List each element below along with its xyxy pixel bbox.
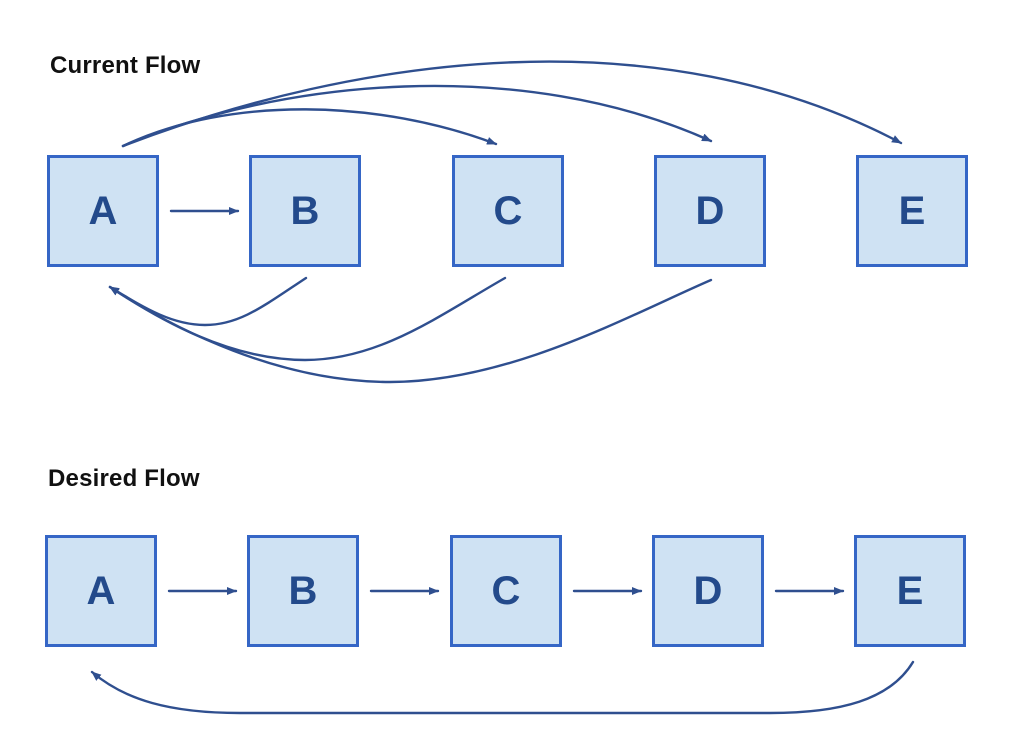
desired-node-b: B [247, 535, 359, 647]
current-node-e: E [856, 155, 968, 267]
current-node-a: A [47, 155, 159, 267]
desired-node-e: E [854, 535, 966, 647]
edge-current-d-a [108, 278, 713, 384]
node-label: D [695, 188, 725, 233]
node-label: A [88, 188, 118, 233]
current-node-d: D [654, 155, 766, 267]
node-label: B [290, 188, 320, 233]
current-node-b: B [249, 155, 361, 267]
edge-desired-e-a [90, 660, 915, 715]
node-label: C [493, 188, 523, 233]
node-label: A [86, 568, 116, 613]
node-label: B [288, 568, 318, 613]
node-label: E [898, 188, 926, 233]
node-label: D [693, 568, 723, 613]
edge-current-c-a [108, 276, 507, 362]
node-label: C [491, 568, 521, 613]
edge-current-a-d [121, 84, 713, 148]
node-label: E [896, 568, 924, 613]
desired-node-a: A [45, 535, 157, 647]
edge-current-b-a [108, 276, 308, 327]
desired-flow-title: Desired Flow [48, 465, 200, 492]
desired-node-c: C [450, 535, 562, 647]
desired-node-d: D [652, 535, 764, 647]
edge-current-a-c [121, 108, 498, 148]
current-flow-title: Current Flow [50, 52, 201, 79]
current-node-c: C [452, 155, 564, 267]
edge-current-a-e [121, 60, 903, 148]
